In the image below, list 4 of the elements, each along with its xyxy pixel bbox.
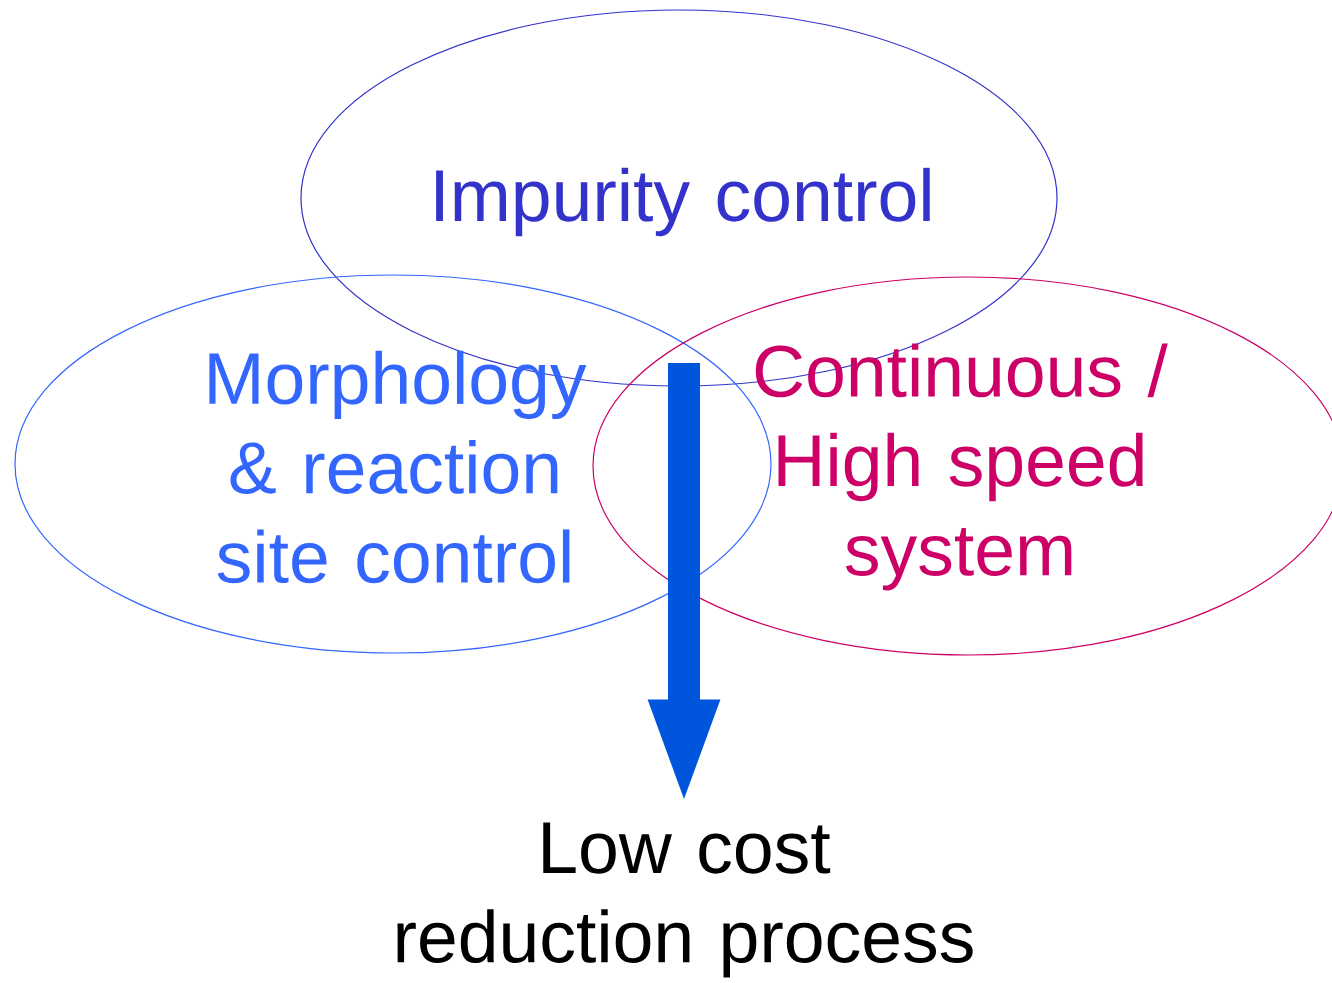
label-text: Morphology & reaction site control <box>209 350 587 584</box>
label-text: Low cost reduction process <box>397 822 973 978</box>
label-text: Impurity control <box>436 167 930 237</box>
label-text: Continuous / High speed system <box>755 343 1168 591</box>
